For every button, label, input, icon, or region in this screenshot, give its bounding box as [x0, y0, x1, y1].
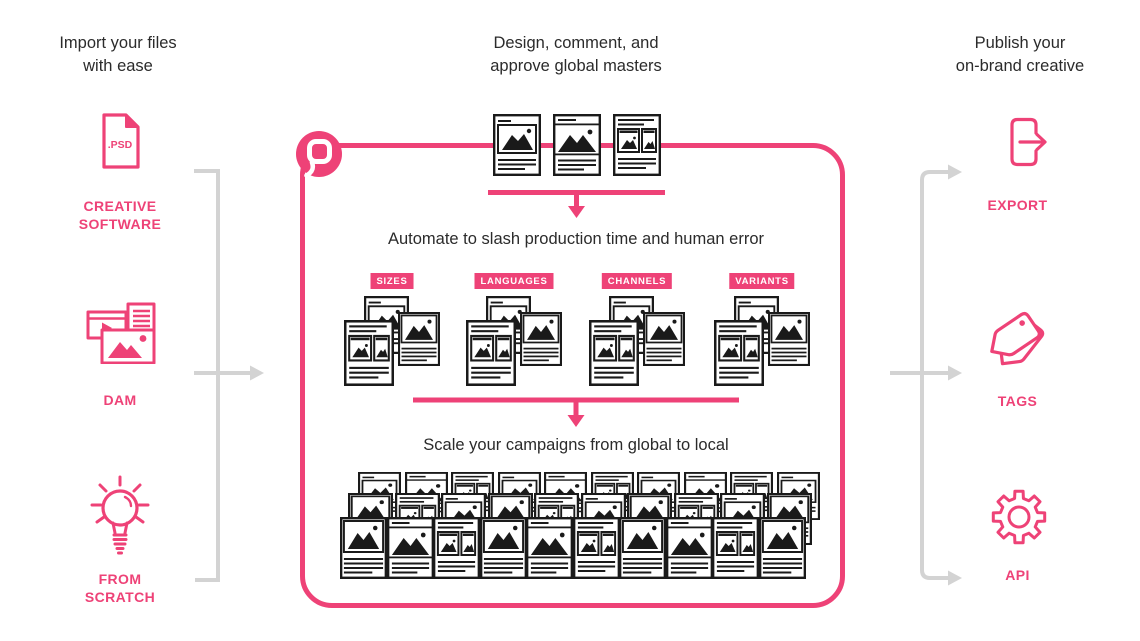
doc-thumbnail [340, 517, 387, 579]
export-icon [1000, 114, 1052, 170]
scale-caption: Scale your campaigns from global to loca… [423, 436, 729, 454]
badge-sizes: SIZES [370, 273, 414, 289]
campaign-doc-grid [332, 470, 820, 596]
doc-thumbnail [665, 517, 713, 579]
doc-thumbnail [526, 517, 573, 579]
doc-thumbnail [619, 517, 666, 579]
doc-thumbnail [386, 517, 434, 579]
doc-thumbnail [553, 114, 601, 176]
right-connector-bracket [890, 170, 948, 580]
tags-icon [984, 306, 1056, 376]
badge-languages: LANGUAGES [474, 273, 554, 289]
automate-caption: Automate to slash production time and hu… [387, 230, 765, 248]
tags-label: TAGS [997, 393, 1038, 409]
doc-thumbnail [344, 320, 394, 386]
left-connector-arrowhead [250, 365, 264, 381]
psd-extension-text: .PSD [108, 139, 133, 151]
doc-thumbnail [589, 320, 639, 386]
center-column-heading: Design, comment, and approve global mast… [490, 34, 662, 75]
speech-bubble-logo [296, 131, 342, 177]
doc-stack [464, 296, 564, 392]
master-documents [493, 114, 661, 176]
doc-thumbnail [466, 320, 516, 386]
psd-file-icon: .PSD [99, 112, 143, 170]
doc-stack [342, 296, 442, 392]
doc-stack [587, 296, 687, 392]
api-label: API [1005, 567, 1030, 583]
doc-thumbnail [712, 517, 759, 579]
doc-thumbnail [643, 312, 685, 366]
badge-channels: CHANNELS [601, 273, 673, 289]
doc-thumbnail [398, 312, 440, 366]
creative-software-label: CREATIVE SOFTWARE [78, 198, 162, 233]
doc-thumbnail [572, 517, 620, 579]
right-column-heading: Publish your on-brand creative [955, 34, 1085, 75]
left-column-heading: Import your files with ease [59, 34, 177, 75]
api-gear-icon [990, 488, 1048, 546]
doc-thumbnail [758, 517, 806, 579]
doc-stack [712, 296, 812, 392]
badge-variants: VARIANTS [729, 273, 795, 289]
dam-label: DAM [103, 392, 137, 408]
logo-glyph-icon [304, 139, 332, 177]
doc-thumbnail [493, 114, 541, 176]
doc-thumbnail [613, 114, 661, 176]
export-label: EXPORT [987, 197, 1048, 213]
doc-thumbnail [768, 312, 810, 366]
doc-thumbnail [520, 312, 562, 366]
lightbulb-icon [88, 472, 152, 564]
doc-thumbnail [479, 517, 527, 579]
dam-assets-icon [86, 302, 156, 364]
right-connector-arrowheads [948, 164, 962, 586]
doc-thumbnail [714, 320, 764, 386]
from-scratch-label: FROM SCRATCH [84, 571, 156, 606]
doc-thumbnail [433, 517, 480, 579]
